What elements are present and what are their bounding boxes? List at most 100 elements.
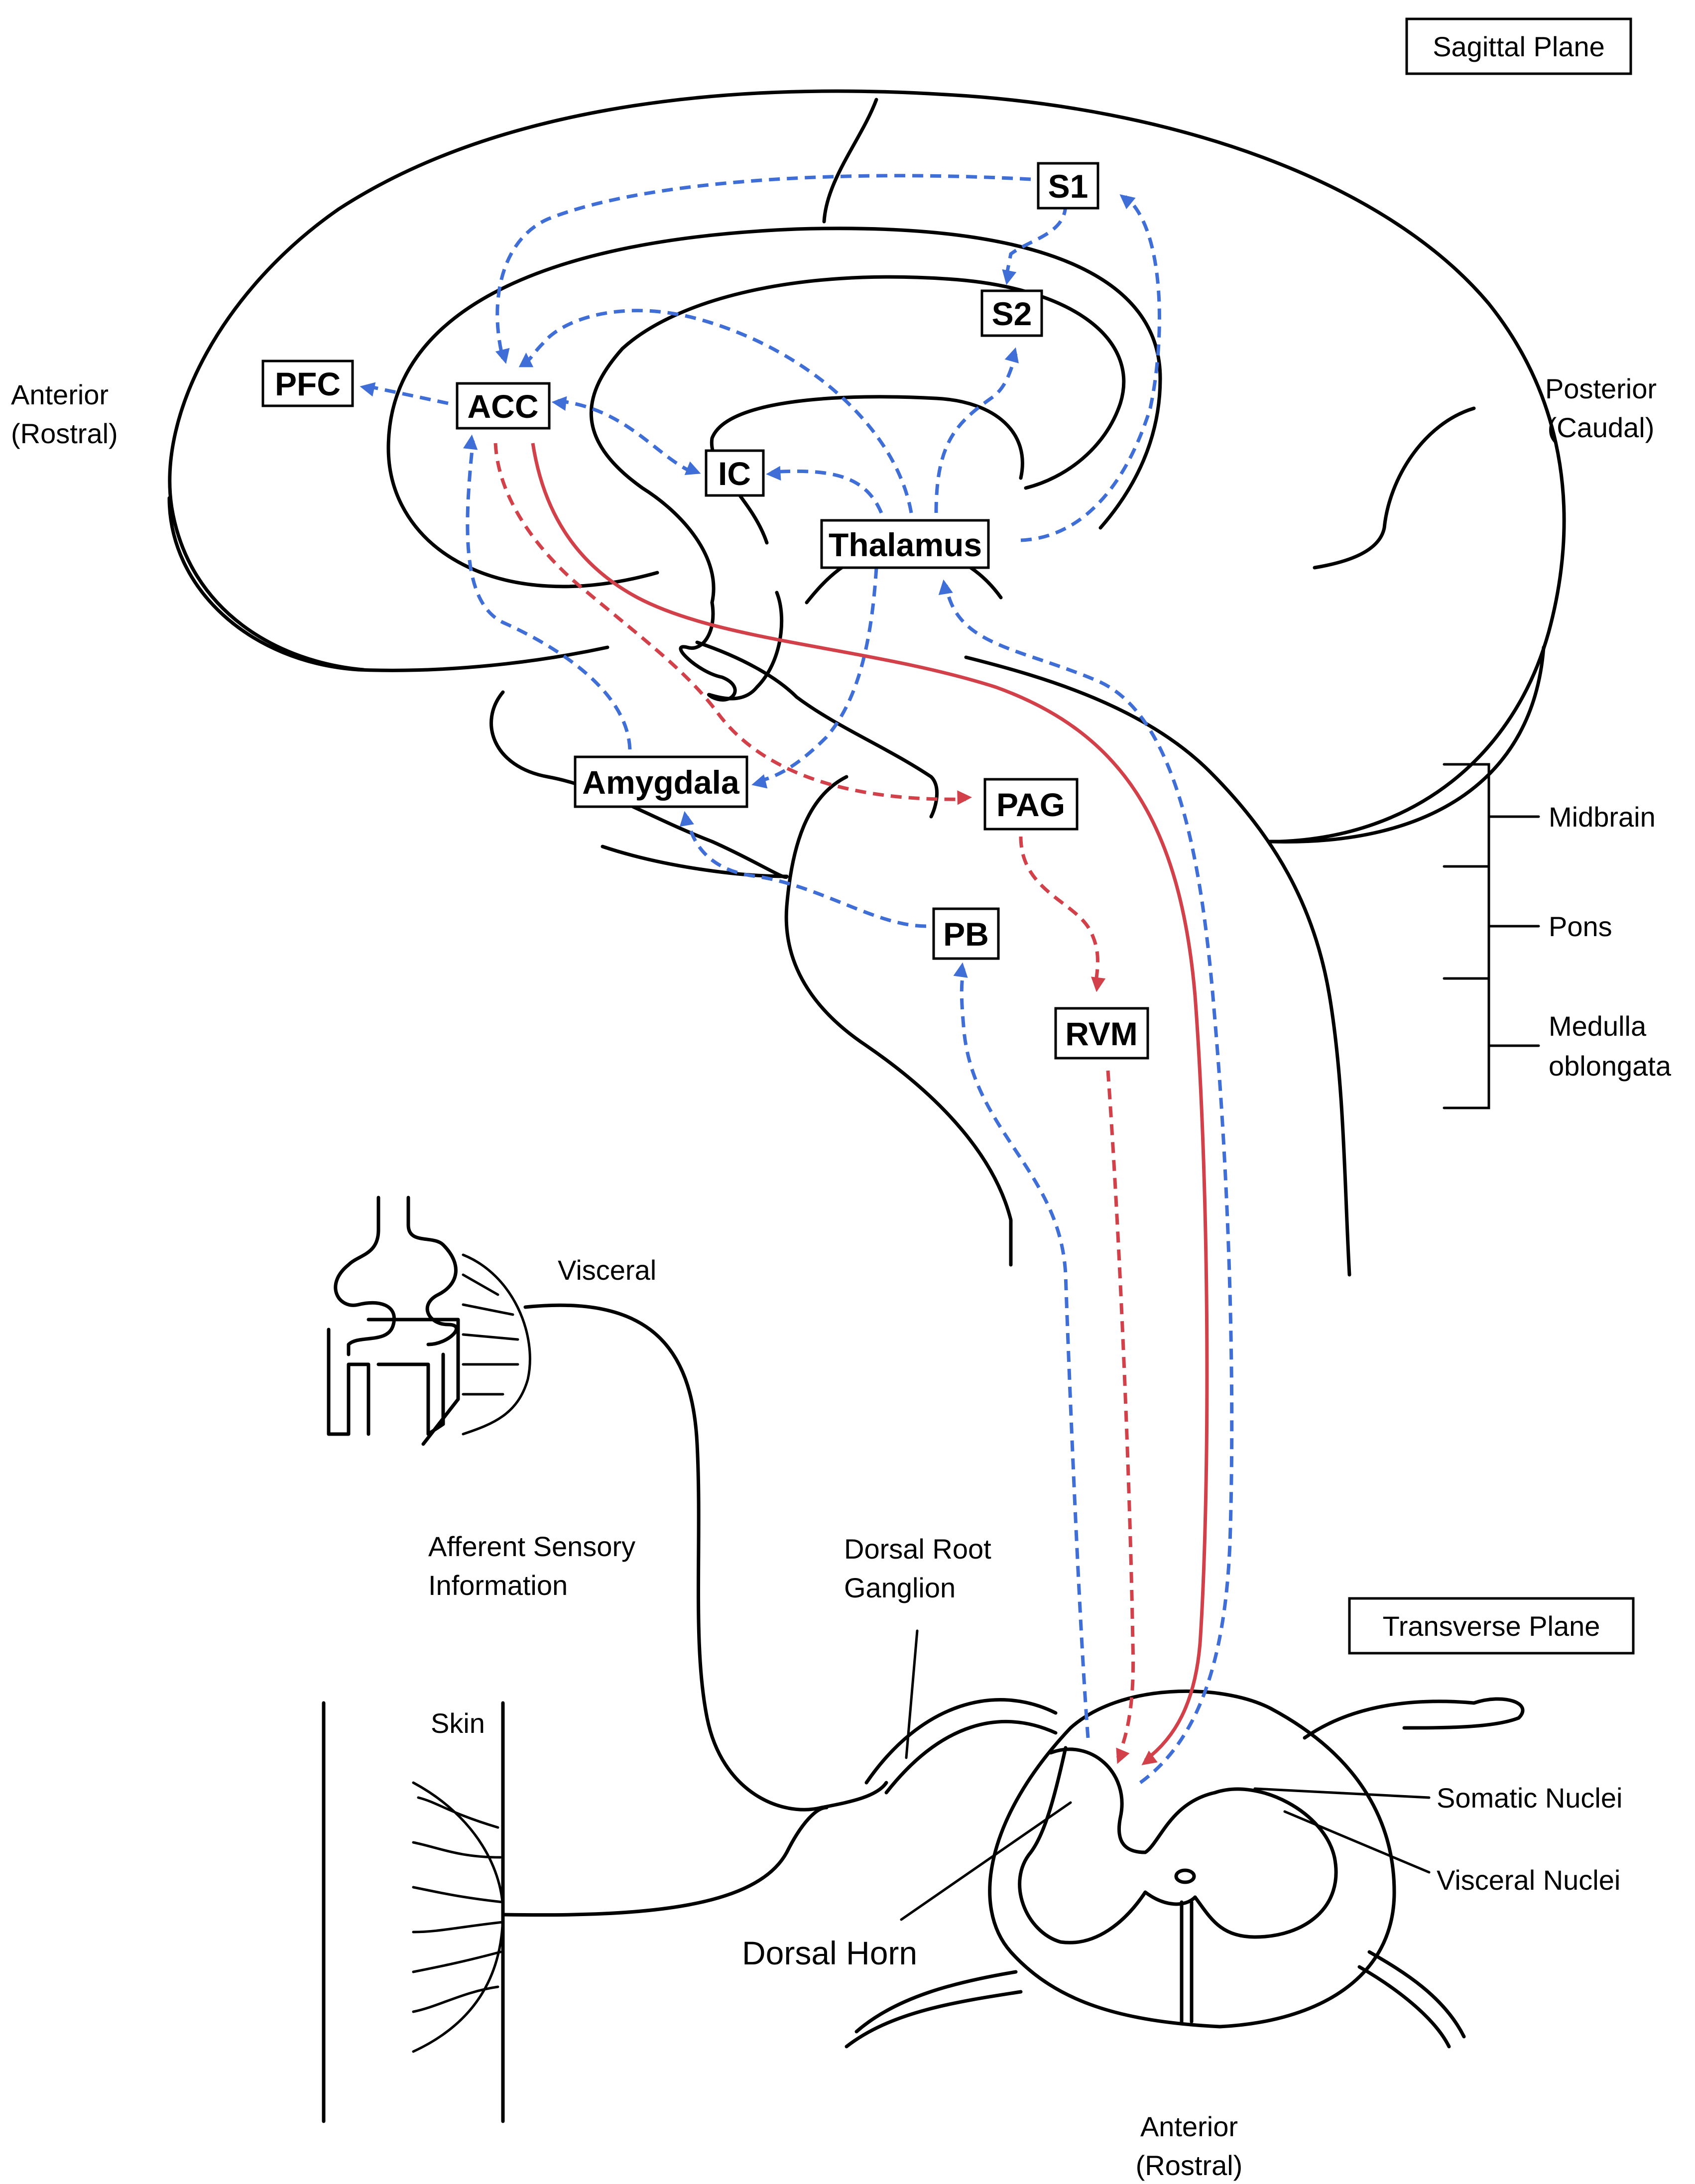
gut-tube: [327, 1196, 460, 1446]
central-canal: [1174, 1868, 1196, 1884]
parieto-occipital-sulcus: [1313, 406, 1476, 570]
dorsal-horn-label: Dorsal Horn: [742, 1935, 917, 1971]
right-root-bottom: [1367, 1950, 1466, 2039]
region-pb: PB: [932, 907, 1000, 960]
visceral-nuclei-leader: [1283, 1810, 1431, 1874]
cingulate-outer: [386, 227, 1162, 589]
brainstem-anterior: [784, 775, 1013, 1267]
posterior-sub-label: (Caudal): [1548, 412, 1655, 443]
posterior-label: Posterior: [1545, 373, 1657, 404]
skin-nerve-fan: [412, 1781, 504, 2053]
ventral-horns: [1143, 1890, 1197, 1906]
skin-afferent-nerve: [501, 1806, 829, 1917]
right-root-top: [1303, 1697, 1525, 1740]
skin-illustration: [322, 1701, 829, 2123]
pfc-label: PFC: [275, 365, 341, 402]
cerebral-hemisphere-outline: [168, 89, 1566, 844]
skin-label: Skin: [431, 1707, 485, 1739]
dorsal-root-2: [884, 1719, 1058, 1795]
dorsal-horn-left: [1018, 1746, 1147, 1944]
ventral-root-left: [854, 1970, 1018, 2034]
diencephalon-outline: [695, 640, 939, 819]
region-thalamus: Thalamus: [820, 519, 990, 569]
somatic-nuclei-leader: [1253, 1787, 1431, 1799]
rvm-to-dorsal-horn: [1106, 1070, 1135, 1764]
acc-to-dorsal-horn: [531, 443, 1209, 1766]
s1-to-s2: [1002, 204, 1068, 285]
afferent-label: Afferent Sensory: [428, 1531, 635, 1562]
spinal-to-pb: [953, 962, 1090, 1738]
brainstem-posterior: [964, 655, 1351, 1277]
midbrain-label: Midbrain: [1549, 801, 1656, 833]
spinal-to-thalamus: [938, 579, 1234, 1784]
drg-leader: [905, 1629, 919, 1759]
region-s2: S2: [980, 289, 1043, 337]
thalamus-to-amygdala: [751, 567, 878, 789]
ic-label: IC: [718, 455, 751, 492]
grey-matter-outline: [1049, 1747, 1338, 1939]
transverse-plane-box: Transverse Plane: [1348, 1597, 1635, 1655]
afferent-pathways: [360, 174, 1234, 1784]
dorsal-root: [864, 1698, 1058, 1785]
pb-label: PB: [943, 916, 989, 953]
frontal-base: [167, 496, 609, 672]
anterior-top-sub-label: (Rostral): [11, 418, 118, 449]
viscera-illustration: [327, 1196, 888, 1812]
somatic-nuclei-label: Somatic Nuclei: [1437, 1782, 1622, 1814]
bracket-line: [1443, 763, 1540, 1109]
anterior-bottom-label: Anterior: [1140, 2111, 1238, 2142]
pb-to-amygdala: [679, 811, 927, 928]
thalamus-to-s2: [934, 347, 1019, 513]
pag-to-rvm: [1019, 836, 1106, 992]
acc-label: ACC: [468, 388, 539, 425]
central-sulcus: [822, 98, 878, 224]
right-root-bottom-2: [1357, 1965, 1451, 2049]
drg-label: Dorsal Root: [844, 1533, 991, 1565]
region-s1: S1: [1037, 162, 1099, 210]
acc-to-pag: [493, 443, 972, 805]
thalamus-label: Thalamus: [829, 526, 982, 563]
afferent-sub-label: Information: [428, 1570, 568, 1601]
anterior-bottom-sub-label: (Rostral): [1136, 2150, 1243, 2181]
s1-label: S1: [1048, 168, 1089, 205]
descending-pathways: [493, 443, 1209, 1766]
brainstem-bracket: [1443, 763, 1540, 1109]
rvm-label: RVM: [1065, 1015, 1137, 1052]
region-acc: ACC: [456, 382, 551, 430]
thalamus-to-acc: [518, 309, 913, 513]
region-pag: PAG: [983, 778, 1079, 831]
region-amygdala: Amygdala: [574, 755, 748, 808]
anterior-top-label: Anterior: [11, 379, 109, 410]
visceral-label: Visceral: [558, 1254, 656, 1286]
acc-to-pfc: [360, 382, 449, 405]
sagittal-plane-label: Sagittal Plane: [1433, 31, 1605, 62]
medulla-sub-label: oblongata: [1549, 1050, 1672, 1082]
brain-outline: [167, 89, 1566, 1277]
transverse-plane-label: Transverse Plane: [1383, 1610, 1600, 1642]
s2-label: S2: [992, 295, 1032, 332]
region-rvm: RVM: [1054, 1007, 1149, 1060]
s1-to-acc: [495, 174, 1031, 364]
pag-label: PAG: [996, 786, 1065, 823]
amygdala-label: Amygdala: [582, 764, 740, 801]
corpus-callosum: [590, 275, 1126, 605]
cerebellum-lower-curve: [1268, 645, 1546, 844]
sagittal-plane-box: Sagittal Plane: [1405, 17, 1632, 75]
spinal-cord-outline: [988, 1689, 1396, 2029]
region-ic: IC: [705, 449, 765, 497]
region-pfc: PFC: [261, 360, 354, 407]
visceral-nerve-fan: [462, 1253, 531, 1436]
drg-sub-label: Ganglion: [844, 1572, 956, 1603]
pons-label: Pons: [1549, 911, 1612, 942]
ic-acc-bidirectional: [551, 396, 701, 475]
thalamus-to-ic: [766, 466, 883, 514]
spinal-cord-section: [845, 1629, 1525, 2049]
ventral-root-left-2: [845, 1990, 1023, 2049]
medulla-label: Medulla: [1549, 1010, 1647, 1042]
thalamus-to-s1: [1020, 194, 1161, 542]
visceral-nuclei-label: Visceral Nuclei: [1437, 1864, 1620, 1896]
pituitary-fold: [679, 591, 784, 702]
dorsal-horn-leader: [900, 1801, 1072, 1921]
amygdala-to-acc: [463, 434, 632, 750]
